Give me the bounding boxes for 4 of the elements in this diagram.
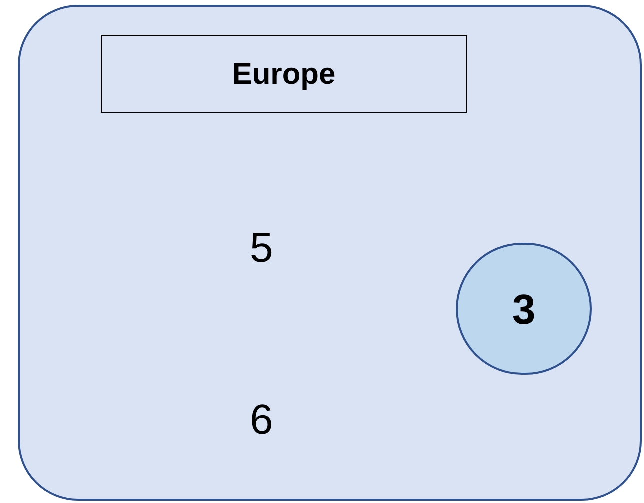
title-box: Europe xyxy=(101,35,467,113)
region-panel xyxy=(18,5,642,501)
number-label: 6 xyxy=(250,399,274,441)
number-label: 5 xyxy=(250,227,274,269)
